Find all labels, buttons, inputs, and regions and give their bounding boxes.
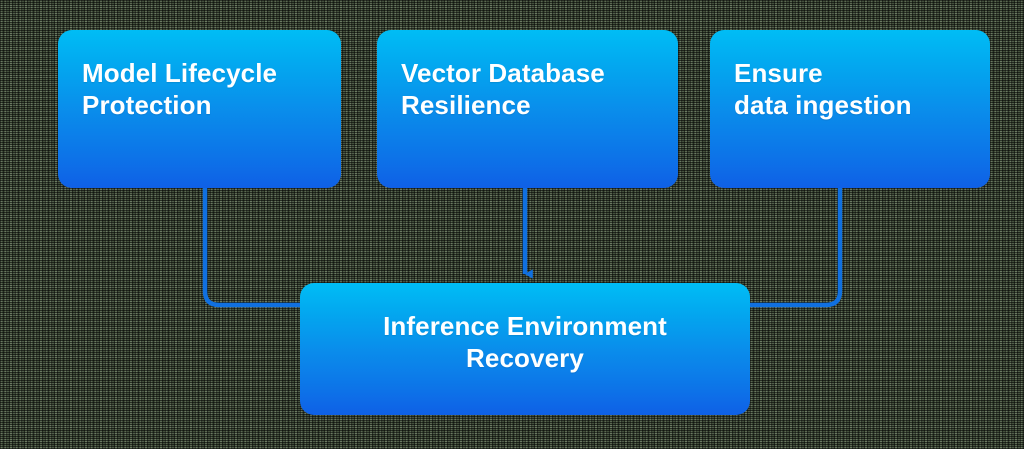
connector-model-lifecycle-to-inference [202, 186, 302, 308]
node-model-lifecycle-protection[interactable]: Model Lifecycle Protection [58, 30, 341, 188]
node-vector-database-resilience[interactable]: Vector Database Resilience [377, 30, 678, 188]
connector-data-ingestion-to-inference [748, 186, 843, 308]
node-label: Vector Database Resilience [401, 58, 605, 120]
node-inference-environment-recovery[interactable]: Inference Environment Recovery [300, 283, 750, 415]
node-label: Model Lifecycle Protection [82, 58, 278, 120]
node-label: Ensure data ingestion [734, 58, 912, 120]
node-ensure-data-ingestion[interactable]: Ensure data ingestion [710, 30, 990, 188]
node-label: Inference Environment Recovery [383, 311, 667, 373]
